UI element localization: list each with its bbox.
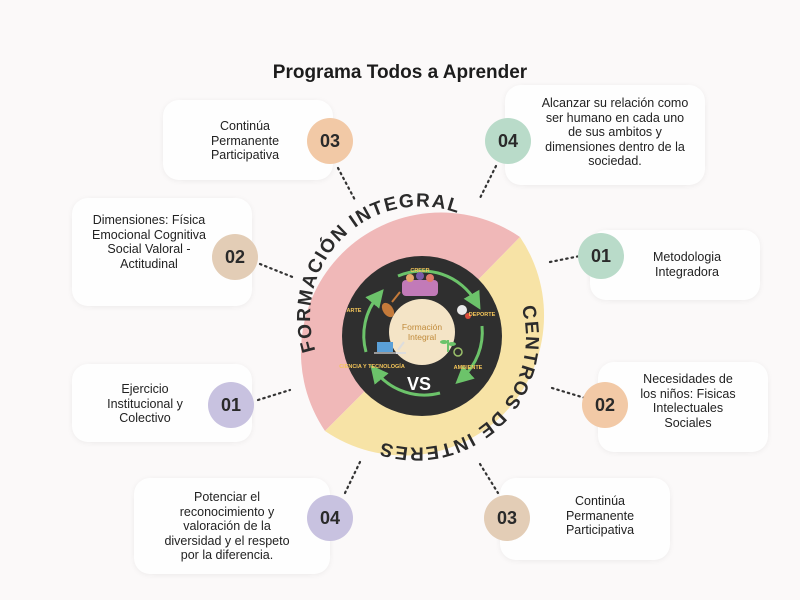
left-item-02-badge: 02 — [212, 234, 258, 280]
right-item-04-text: Alcanzar su relación como ser humano en … — [541, 96, 689, 168]
right-item-02-text-visible: Necesidades de los niños: Fisicas Intele… — [640, 372, 736, 430]
cycle-label-deporte: DEPORTE — [469, 312, 496, 318]
right-card-04 — [505, 85, 705, 185]
left-item-04-badge: 04 — [307, 495, 353, 541]
right-item-03-badge: 03 — [484, 495, 530, 541]
page-title: Programa Todos a Aprender — [272, 62, 528, 83]
right-item-02-badge: 02 — [582, 382, 628, 428]
left-card-04 — [134, 478, 330, 574]
vs-label: VS — [407, 374, 431, 394]
left-item-04-text: Potenciar el reconocimiento y valoración… — [164, 490, 290, 562]
sports-ball-icon — [457, 305, 471, 319]
left-item-01-text: Ejercicio Institucional y Colectivo — [107, 382, 183, 425]
left-item-03-badge: 03 — [307, 118, 353, 164]
cycle-label-ciencia: CIENCIA Y TECNOLOGÍA — [339, 362, 405, 370]
cycle-label-creer: CREER — [410, 268, 429, 274]
people-group-icon — [402, 272, 438, 296]
core-circle — [389, 299, 455, 365]
recycle-icon — [453, 347, 463, 357]
laptop-icon — [374, 342, 396, 354]
right-item-04-badge: 04 — [485, 118, 531, 164]
left-item-02-text: Dimensiones: Física Emocional Cognitiva … — [92, 213, 206, 271]
cycle-label-arte: ARTE — [347, 308, 362, 314]
violin-icon — [381, 291, 401, 318]
right-item-03-text: Continúa Permanente Participativa — [565, 494, 635, 537]
microscope-icon — [396, 341, 406, 354]
plant-icon — [440, 340, 456, 352]
right-item-01-badge: 01 — [578, 233, 624, 279]
left-card-03 — [163, 100, 333, 180]
left-item-01-badge: 01 — [208, 382, 254, 428]
cycle-arrows — [362, 269, 484, 397]
cycle-label-ambiente: AMBIENTE — [454, 365, 483, 371]
right-item-01-text: Metodologia Integradora — [652, 250, 722, 279]
left-item-03-text: Continúa Permanente Participativa — [210, 119, 280, 162]
connector-lines — [256, 164, 587, 495]
